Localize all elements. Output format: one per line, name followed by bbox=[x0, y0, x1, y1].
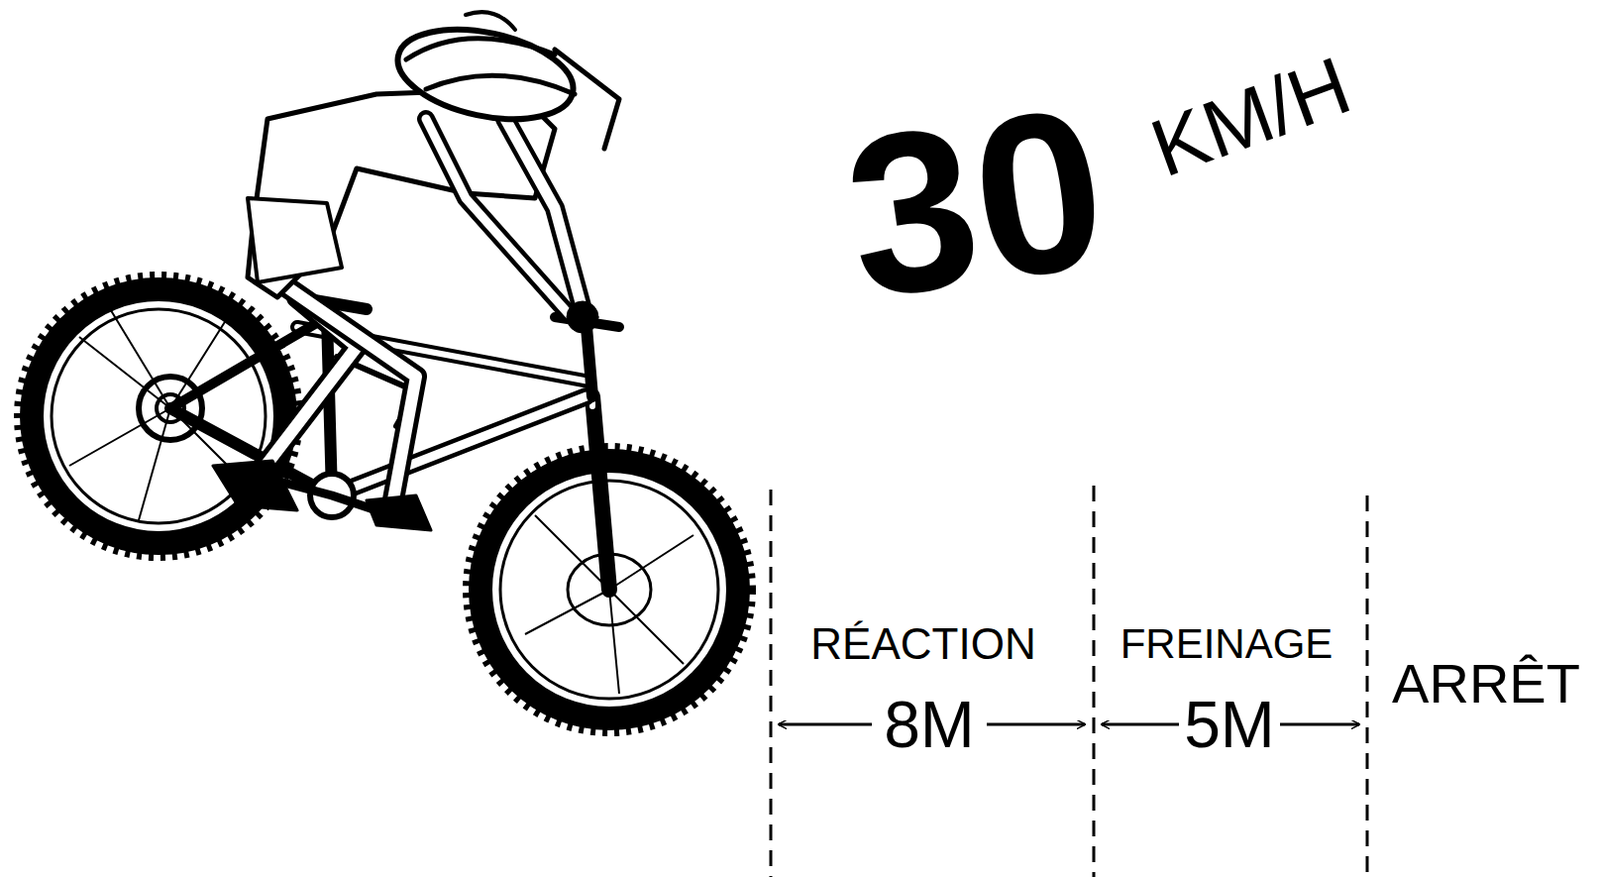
stop-label: ARRÊT bbox=[1391, 655, 1581, 712]
shoe bbox=[366, 495, 431, 531]
glove bbox=[566, 301, 599, 333]
dimension-arrow bbox=[1101, 723, 1179, 727]
shoe bbox=[213, 460, 298, 511]
phase-label: FREINAGE bbox=[1120, 623, 1334, 665]
dimension-arrow bbox=[1280, 723, 1360, 727]
speed-unit: KM/H bbox=[1141, 43, 1361, 190]
dimension-arrow bbox=[986, 723, 1085, 727]
distance-marks bbox=[770, 485, 1368, 877]
distance-value: 8M bbox=[883, 691, 975, 757]
tire-knobs bbox=[17, 275, 300, 557]
dashed-line bbox=[1092, 485, 1096, 877]
phase-label: RÉACTION bbox=[810, 622, 1036, 666]
right-leg-inner bbox=[287, 287, 417, 511]
arm-inner bbox=[426, 118, 570, 316]
hair bbox=[465, 11, 516, 30]
distance-value: 5M bbox=[1183, 691, 1276, 757]
rider bbox=[213, 11, 620, 531]
down-tube bbox=[331, 396, 587, 496]
down-tube-inner bbox=[331, 396, 587, 496]
stem bbox=[586, 326, 593, 397]
helmet-lines bbox=[406, 38, 620, 149]
arm bbox=[426, 118, 570, 316]
fork bbox=[592, 396, 610, 590]
speed-value: 30 bbox=[834, 72, 1117, 333]
right-leg bbox=[287, 287, 417, 511]
rear-wheel bbox=[17, 275, 300, 557]
shorts bbox=[247, 198, 342, 283]
seat-stay bbox=[170, 317, 327, 409]
seat-tube bbox=[326, 317, 332, 496]
dimension-arrow bbox=[778, 723, 872, 727]
dashed-line bbox=[1366, 495, 1370, 877]
dashed-line bbox=[769, 489, 773, 877]
